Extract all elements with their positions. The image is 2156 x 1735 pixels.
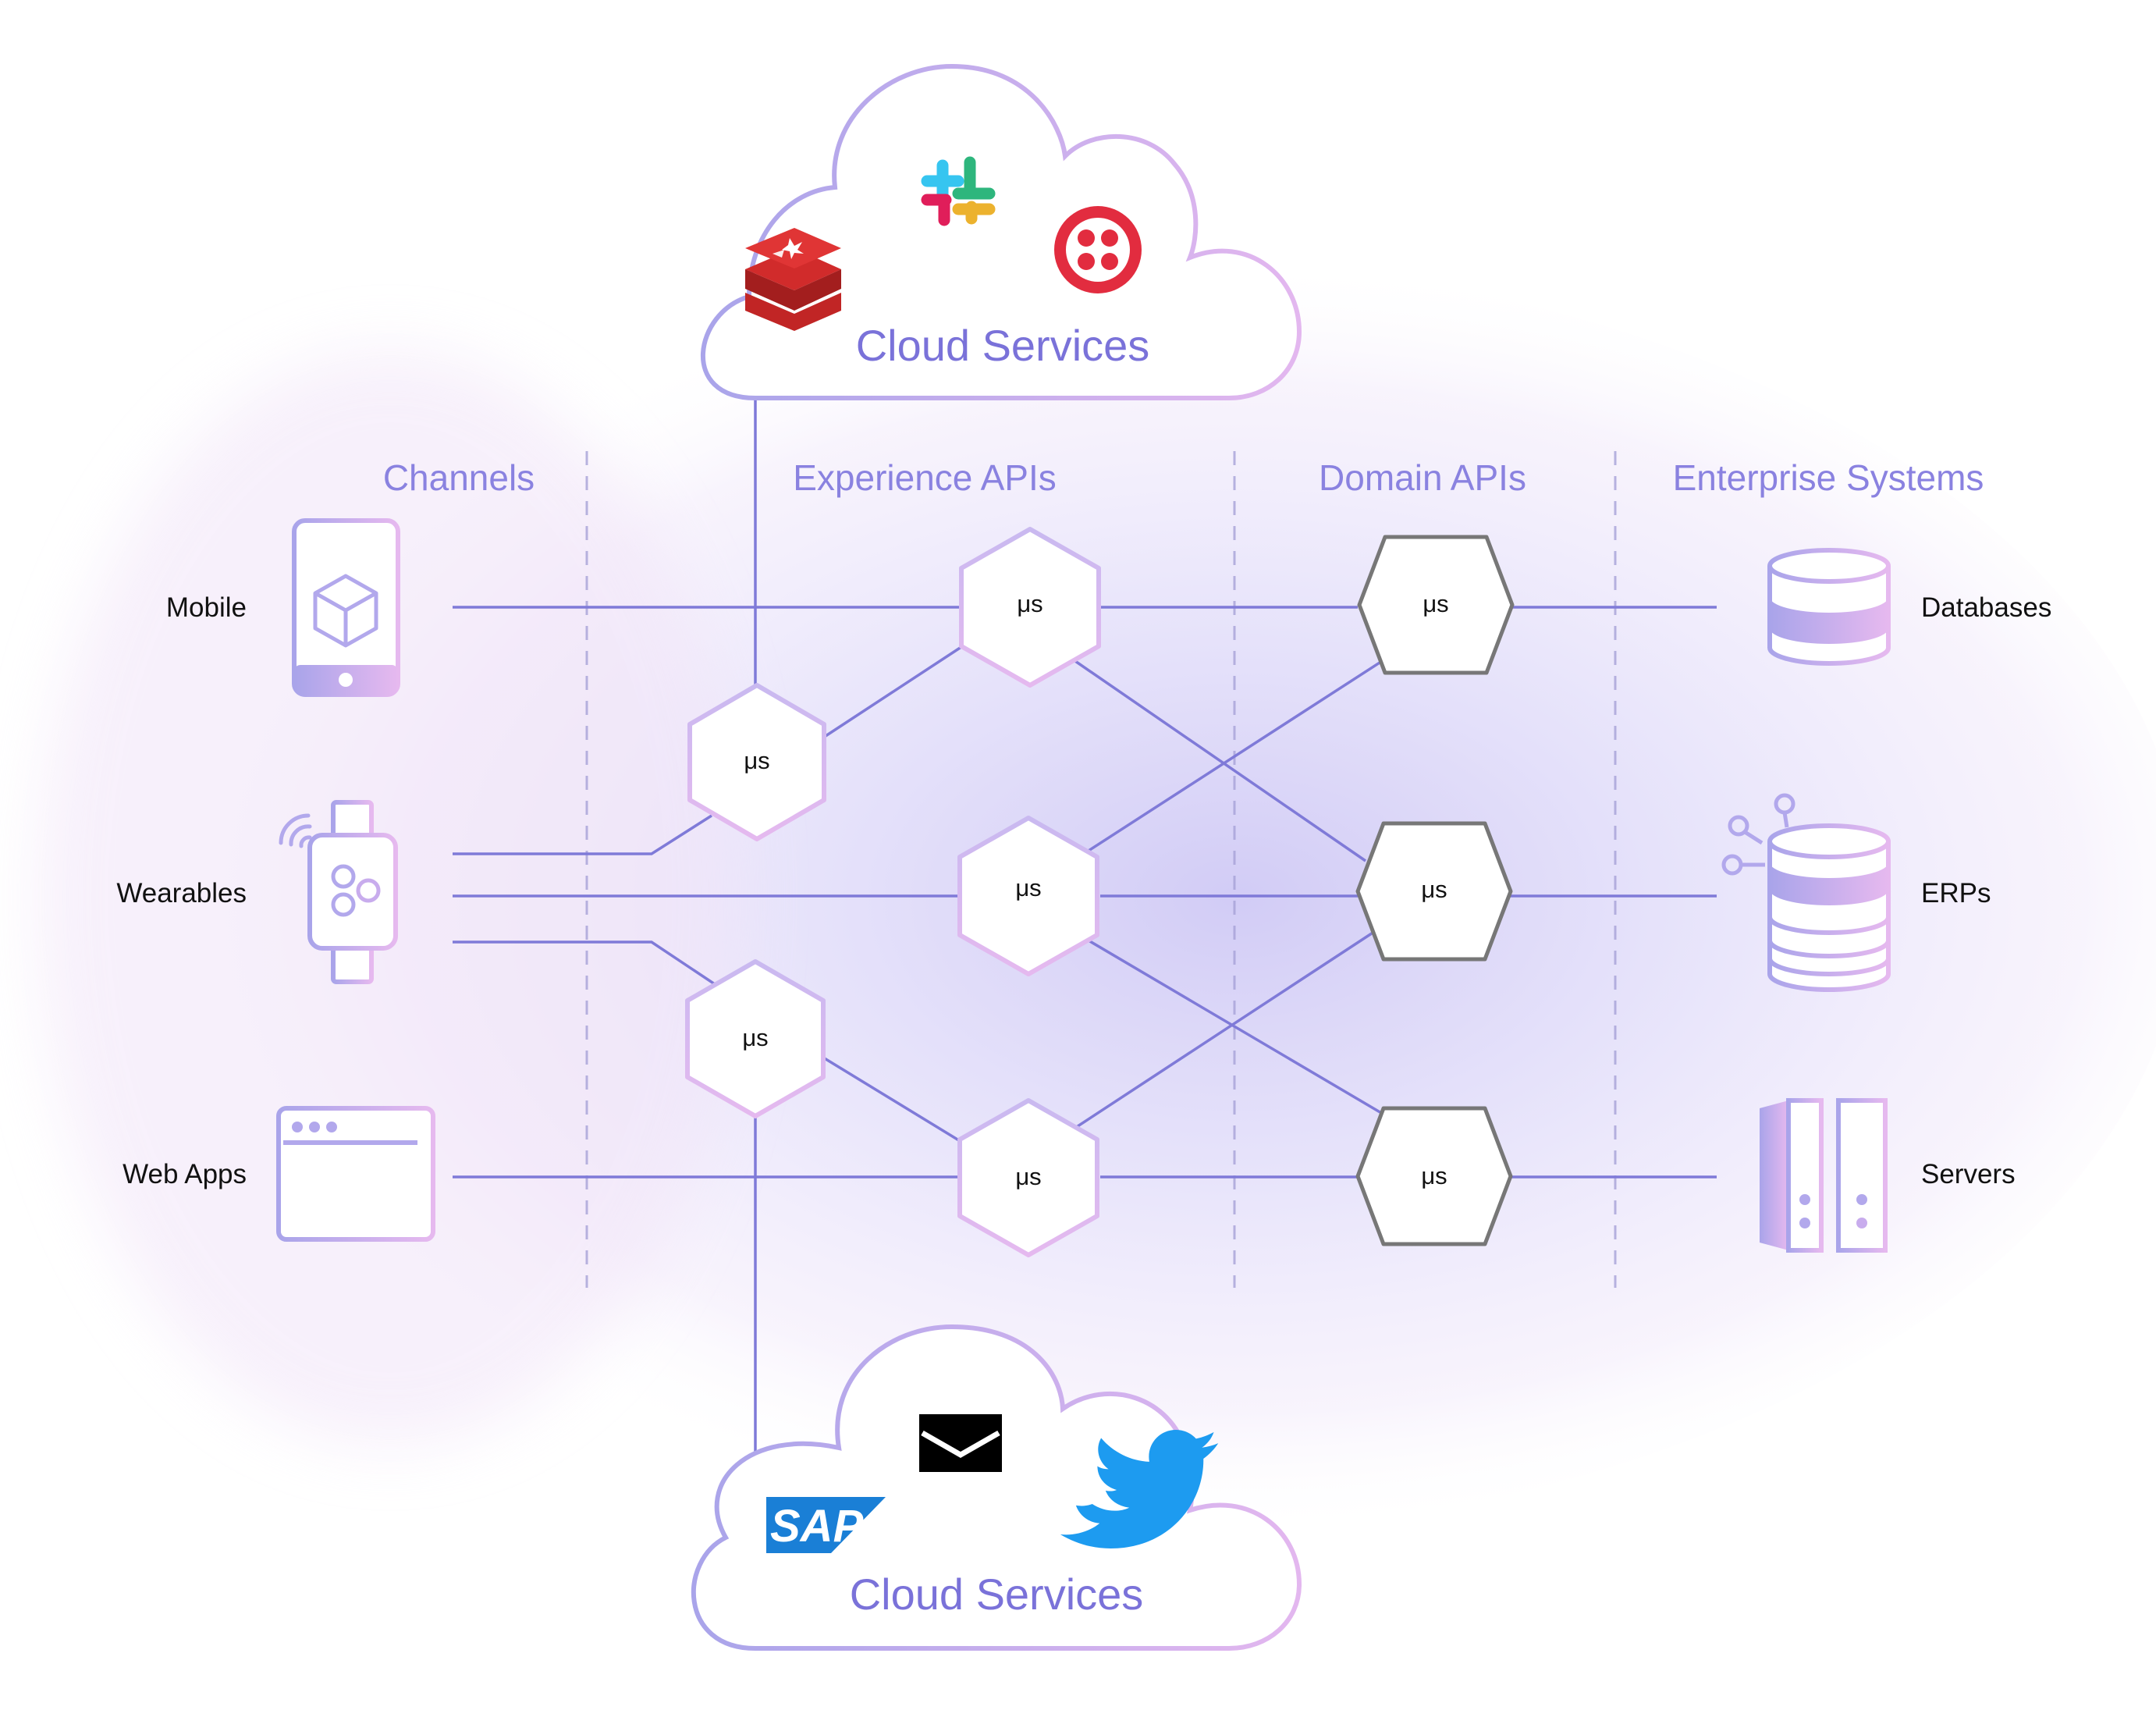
wireless-signal-icon [279,813,312,848]
column-header-domain-apis: Domain APIs [1319,457,1526,498]
server-rack-icon [1760,1098,1888,1253]
redis-icon [745,228,841,331]
connector-nodes-icon [1721,793,1795,876]
web-app-window-icon [276,1106,435,1242]
column-header-experience-apis: Experience APIs [793,457,1057,498]
experience-api-microservice: μs [687,683,826,841]
cube-icon [313,574,378,648]
cloud-services-bottom: SAP Cloud Services [691,1324,1302,1651]
channel-label-wearables: Wearables [116,878,247,908]
email-icon [919,1414,1002,1472]
domain-api-microservice: μs [1357,535,1515,675]
slack-icon [921,156,996,226]
domain-api-microservice: μs [1355,1106,1513,1246]
experience-api-microservice: μs [957,816,1099,976]
microservice-label: μs [1421,1162,1447,1189]
smartwatch-icon [279,800,398,984]
sap-logo-text: SAP [770,1501,864,1552]
cloud-services-top: Cloud Services [700,63,1302,400]
column-header-enterprise-systems: Enterprise Systems [1673,457,1984,498]
experience-api-microservice: μs [959,527,1101,688]
experience-api-microservice: μs [957,1098,1099,1257]
sap-logo: SAP [766,1497,886,1553]
connector-lines [453,390,1717,1459]
experience-api-microservice: μs [685,959,826,1118]
twilio-icon [1054,206,1142,293]
erp-icon [1721,793,1891,992]
microservice-label: μs [742,1024,768,1051]
cloud-shape-bottom [691,1324,1302,1651]
mobile-device-icon [292,518,400,697]
channel-label-mobile: Mobile [166,592,247,623]
channel-label-web-apps: Web Apps [123,1159,247,1189]
database-icon [1767,548,1891,666]
enterprise-label-databases: Databases [1921,592,2051,623]
microservice-label: μs [744,747,769,774]
microservice-label: μs [1423,590,1448,617]
microservice-label: μs [1421,876,1447,903]
enterprise-label-servers: Servers [1921,1159,2016,1189]
microservice-label: μs [1017,590,1042,617]
cloud-shape-top [700,63,1302,400]
twitter-icon [1060,1430,1219,1549]
enterprise-label-erps: ERPs [1921,878,1991,908]
domain-api-microservice: μs [1355,821,1513,962]
microservice-label: μs [1015,874,1041,901]
microservice-label: μs [1015,1163,1041,1190]
cloud-title-bottom: Cloud Services [850,1570,1144,1619]
cloud-title-top: Cloud Services [856,321,1150,370]
column-header-channels: Channels [383,457,535,498]
